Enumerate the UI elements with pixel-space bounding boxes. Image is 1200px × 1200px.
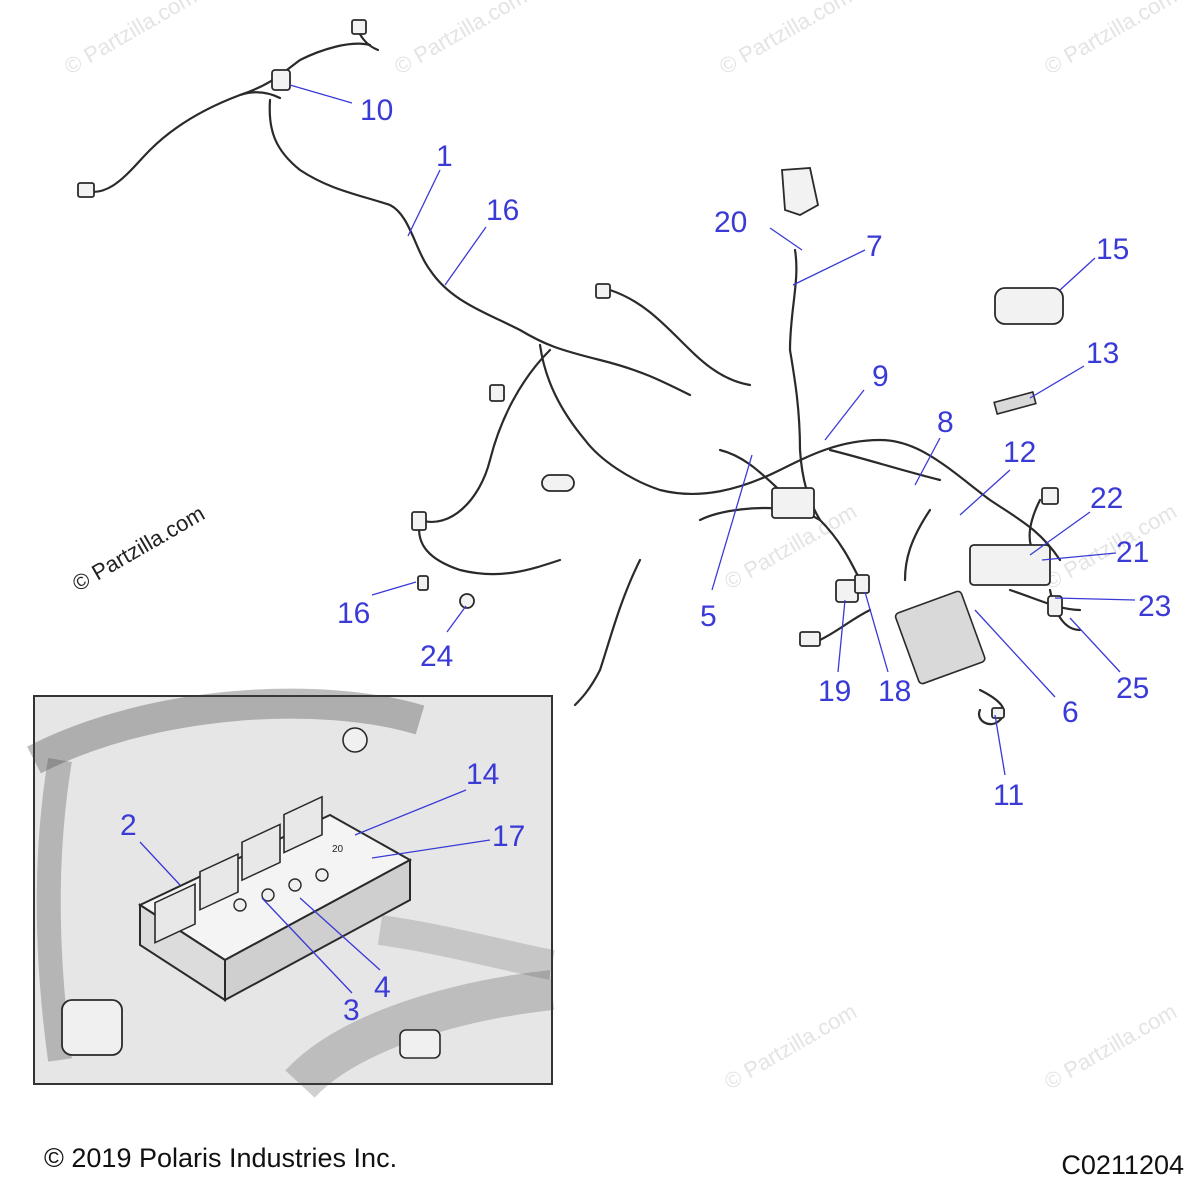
callout-16-lower: 16 xyxy=(337,597,370,630)
relay-icon xyxy=(283,795,323,854)
callout-22: 22 xyxy=(1090,482,1123,515)
connector-icon xyxy=(489,384,505,402)
watermark: © Partzilla.com xyxy=(1040,999,1181,1095)
plug-icon xyxy=(459,593,475,609)
relay-icon xyxy=(154,882,196,944)
callout-18: 18 xyxy=(878,675,911,708)
watermark: © Partzilla.com xyxy=(720,999,861,1095)
bolt-icon xyxy=(342,727,368,753)
copyright-text: © 2019 Polaris Industries Inc. xyxy=(44,1143,398,1173)
callout-23: 23 xyxy=(1138,590,1171,623)
callout-10: 10 xyxy=(360,94,393,127)
relay-block-icon xyxy=(771,487,815,519)
fuse-box-icon xyxy=(969,544,1051,586)
connector-icon xyxy=(595,283,611,299)
fuse-rating-label: 20 xyxy=(332,844,344,855)
inset-detail: 20 xyxy=(27,688,555,1099)
callout-20: 20 xyxy=(714,206,747,239)
clamp-icon xyxy=(1047,595,1063,617)
connector-icon xyxy=(399,1029,441,1059)
watermark: © Partzilla.com xyxy=(715,0,856,79)
diagram-code: C0211204 xyxy=(1061,1150,1184,1180)
callout-15: 15 xyxy=(1096,233,1129,266)
leader-lines xyxy=(139,84,1136,994)
callout-1: 1 xyxy=(436,140,453,173)
decal-icon xyxy=(993,391,1037,415)
cover-icon xyxy=(994,287,1064,325)
watermark: © Partzilla.com xyxy=(1040,0,1181,79)
fuse-icon xyxy=(233,898,247,912)
callout-16-upper: 16 xyxy=(486,194,519,227)
connector-icon xyxy=(61,999,123,1056)
connector-icon xyxy=(854,574,870,594)
connector-icon xyxy=(271,69,291,91)
connector-icon xyxy=(411,511,427,531)
fuse-icon xyxy=(261,888,275,902)
watermark: © Partzilla.com xyxy=(60,0,201,79)
callout-3: 3 xyxy=(343,994,360,1027)
callout-8: 8 xyxy=(937,406,954,439)
connector-icon xyxy=(1041,487,1059,505)
callout-17: 17 xyxy=(492,820,525,853)
callout-12: 12 xyxy=(1003,436,1036,469)
fuse-icon xyxy=(315,868,329,882)
clip-icon xyxy=(417,575,429,591)
connector-icon xyxy=(991,707,1005,719)
module-icon xyxy=(894,590,986,685)
callout-13: 13 xyxy=(1086,337,1119,370)
connector-icon xyxy=(77,182,95,198)
watermark: © Partzilla.com xyxy=(390,0,531,79)
connector-icon xyxy=(351,19,367,35)
callout-11: 11 xyxy=(993,779,1024,812)
callout-19: 19 xyxy=(818,675,851,708)
grommet-icon xyxy=(781,167,820,216)
callout-4: 4 xyxy=(374,971,391,1004)
watermark-prominent: © Partzilla.com xyxy=(68,501,209,597)
relay-icon xyxy=(241,823,281,882)
harness-parts xyxy=(77,19,1064,719)
callout-25: 25 xyxy=(1116,672,1149,705)
callouts: 1 2 3 4 5 6 7 8 9 10 11 12 13 14 15 16 1… xyxy=(120,94,1171,1027)
callout-21: 21 xyxy=(1116,536,1149,569)
cylinder-icon xyxy=(541,474,575,492)
callout-5: 5 xyxy=(700,600,717,633)
callout-6: 6 xyxy=(1062,696,1079,729)
callout-24: 24 xyxy=(420,640,453,673)
fuse-icon xyxy=(288,878,302,892)
callout-9: 9 xyxy=(872,360,889,393)
callout-2: 2 xyxy=(120,809,137,842)
callout-7: 7 xyxy=(866,230,883,263)
relay-icon xyxy=(199,852,239,911)
callout-14: 14 xyxy=(466,758,499,791)
connector-icon xyxy=(799,631,821,647)
